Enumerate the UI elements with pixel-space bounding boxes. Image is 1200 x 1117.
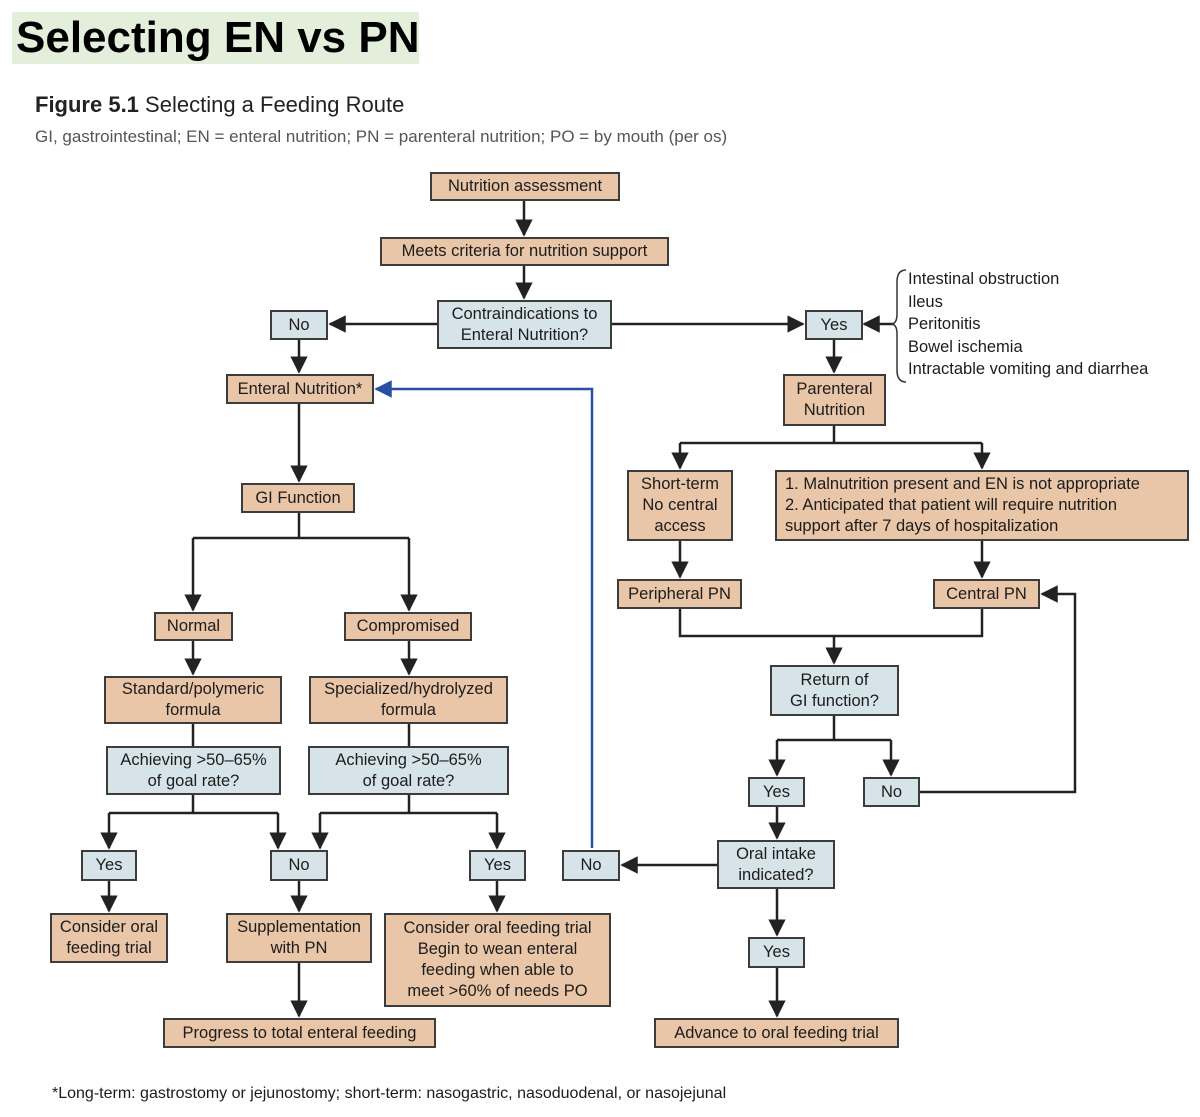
figure-caption: GI, gastrointestinal; EN = enteral nutri… [35,127,728,146]
contraindication-brace [890,269,907,383]
advance-oral-box: Advance to oral feeding trial [654,1018,899,1048]
consider-oral-box: Consider oral feeding trial [50,913,168,963]
return-yes-box: Yes [748,777,805,807]
oral-yes-box: Yes [748,937,805,968]
arrow-achl-split [109,795,278,815]
parenteral-nutrition-box: Parenteral Nutrition [783,374,886,426]
compromised-box: Compromised [344,612,472,641]
short-term-box: Short-term No central access [627,470,733,541]
peripheral-pn-box: Peripheral PN [617,579,742,609]
consider-wean-box: Consider oral feeding trial Begin to wea… [384,913,611,1007]
mid-no-box: No [270,850,328,881]
contraindications-box: Contraindications to Enteral Nutrition? [437,300,612,349]
contra-yes-box: Yes [805,310,863,340]
slide-title: Selecting EN vs PN [12,12,419,64]
malnutrition-criteria-box: 1. Malnutrition present and EN is not ap… [775,470,1189,541]
progress-total-enteral-box: Progress to total enteral feeding [163,1018,436,1048]
arrow-achr-split [320,795,497,815]
figure-title: Figure 5.1 Selecting a Feeding Route [35,92,404,118]
figure-number: Figure 5.1 [35,92,139,117]
gi-function-box: GI Function [241,483,355,513]
oral-no-box: No [562,850,620,881]
meets-criteria-box: Meets criteria for nutrition support [380,237,669,266]
supplementation-pn-box: Supplementation with PN [226,913,372,963]
contraindication-list: Intestinal obstruction Ileus Peritonitis… [908,270,1149,378]
arrow-no-central [920,585,1077,794]
figure-title-text: Selecting a Feeding Route [145,92,405,117]
oral-intake-box: Oral intake indicated? [717,840,835,889]
footnote: *Long-term: gastrostomy or jejunostomy; … [52,1085,727,1102]
central-pn-box: Central PN [933,579,1040,609]
return-gi-function-box: Return of GI function? [770,665,899,716]
arrow-gi-branch [193,513,409,540]
achieving-goal-left-box: Achieving >50–65% of goal rate? [106,746,281,795]
contra-no-box: No [270,310,328,340]
standard-formula-box: Standard/polymeric formula [104,676,282,724]
nutrition-assessment-box: Nutrition assessment [430,172,620,201]
right-yes-box: Yes [469,850,526,881]
arrow-return-split [777,716,891,742]
left-yes-box: Yes [81,850,137,881]
enteral-nutrition-box: Enteral Nutrition* [226,374,374,404]
specialized-formula-box: Specialized/hydrolyzed formula [309,676,508,724]
return-no-box: No [863,777,920,807]
normal-box: Normal [154,612,233,641]
arrow-no-to-enteral [374,380,594,848]
arrow-pn-branch [680,426,982,445]
line-pn-merge [678,609,984,638]
achieving-goal-right-box: Achieving >50–65% of goal rate? [308,746,509,795]
